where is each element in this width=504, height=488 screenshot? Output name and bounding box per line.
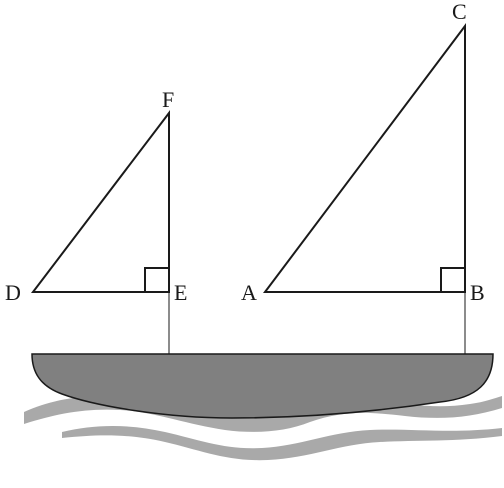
label-c: C [452, 0, 467, 24]
right-angle-mark-e [144, 267, 169, 292]
triangle-def [30, 110, 170, 293]
boat-hull [31, 353, 494, 419]
lower-wave [62, 426, 502, 461]
label-d: D [5, 280, 21, 305]
label-b: B [470, 280, 485, 305]
label-f: F [162, 87, 174, 112]
label-a: A [241, 280, 257, 305]
triangle-abc [262, 23, 466, 293]
label-e: E [174, 280, 187, 305]
right-angle-mark-b [440, 267, 465, 292]
